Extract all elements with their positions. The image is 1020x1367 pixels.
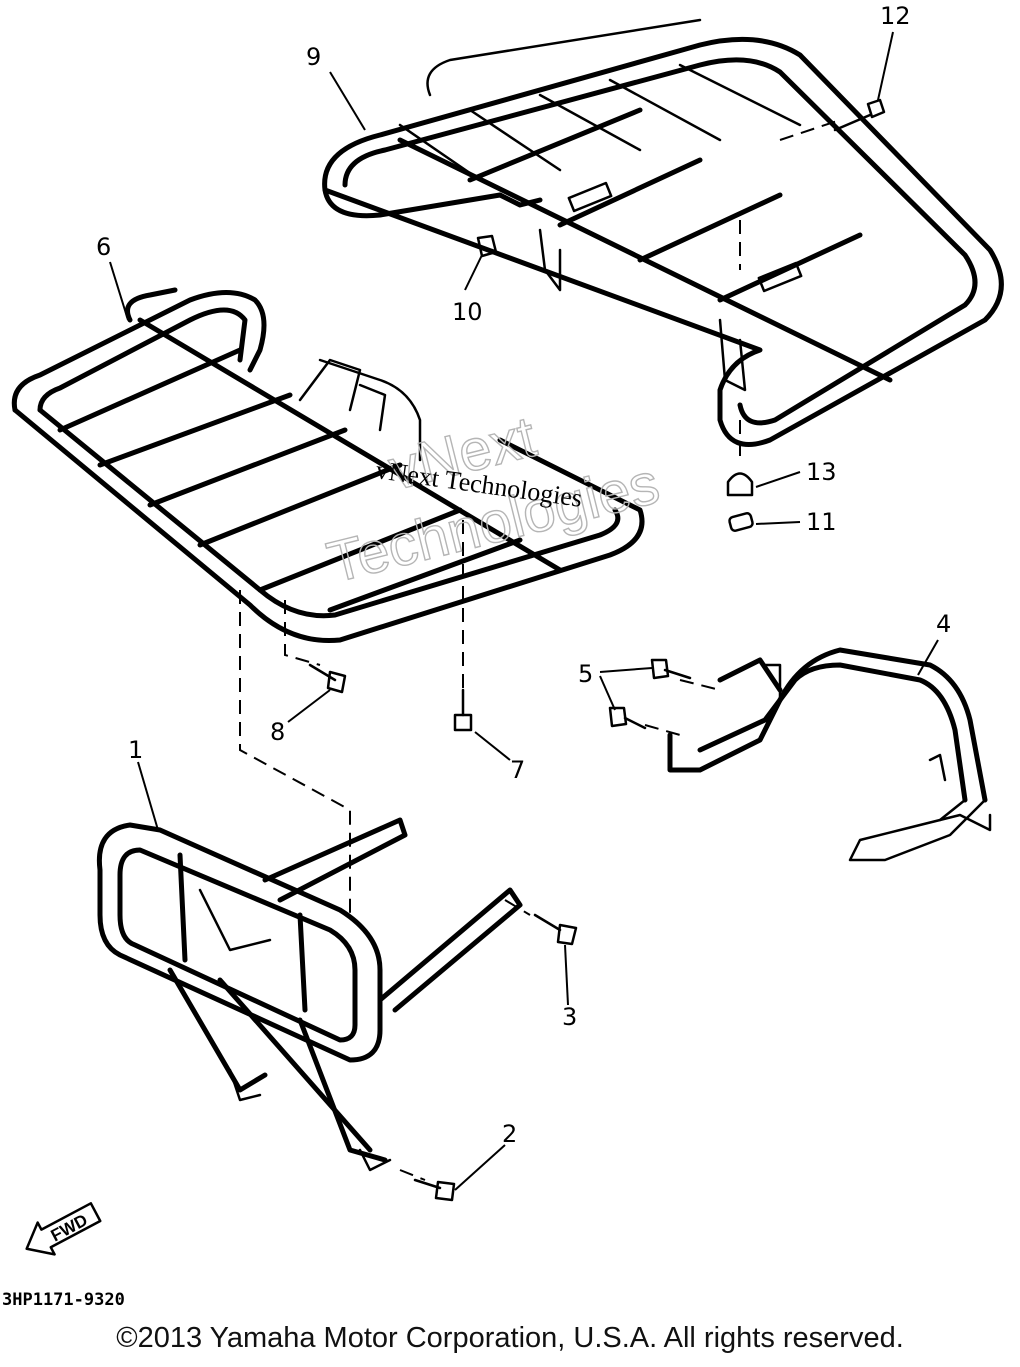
callout-9: 9: [306, 43, 321, 71]
guard-4: [667, 647, 992, 862]
callout-7: 7: [510, 756, 525, 784]
fasteners: [308, 98, 886, 1202]
rear-carrier-9: [322, 18, 1004, 447]
leader-lines: [109, 31, 939, 1191]
callout-3: 3: [562, 1003, 577, 1031]
callout-5: 5: [578, 660, 593, 688]
copyright-notice: ©2013 Yamaha Motor Corporation, U.S.A. A…: [116, 1322, 904, 1354]
diagram-code: 3HP1171-9320: [2, 1290, 125, 1310]
callout-12: 12: [880, 2, 911, 30]
callout-6: 6: [96, 233, 111, 261]
fwd-arrow: FWD: [25, 1202, 102, 1256]
front-carrier-6: [11, 287, 645, 644]
callout-1: 1: [128, 736, 143, 764]
callout-8: 8: [270, 718, 285, 746]
callout-10: 10: [452, 298, 483, 326]
callout-2: 2: [502, 1120, 517, 1148]
callouts: 9 12 10 6 13 11 4 5 8 7 1 3 2: [96, 2, 951, 1148]
assembly-lines: [239, 119, 841, 1181]
bumper-1: [96, 817, 523, 1172]
callout-13: 13: [806, 458, 837, 486]
callout-4: 4: [936, 610, 951, 638]
callout-11: 11: [806, 508, 837, 536]
